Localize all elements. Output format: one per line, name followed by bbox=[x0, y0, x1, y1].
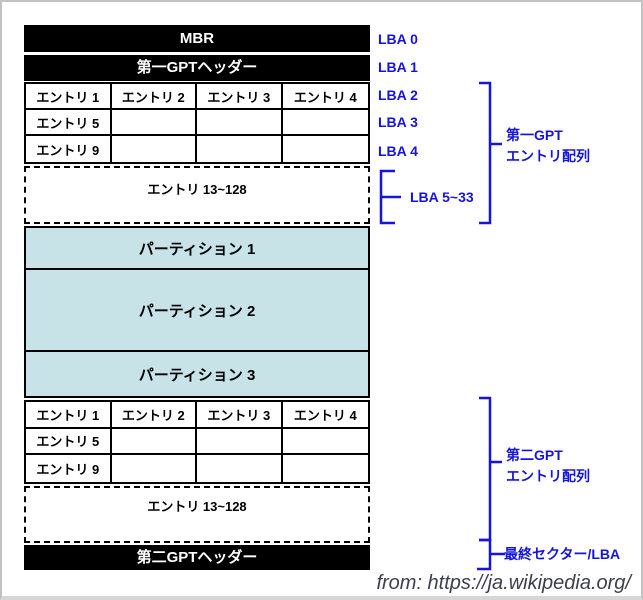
secondary-entry-table: エントリ 1 エントリ 2 エントリ 3 エントリ 4 エントリ 5 エントリ … bbox=[24, 400, 370, 484]
secondary-array-label: 第二GPT エントリ配列 bbox=[506, 445, 590, 487]
entry-range-label: エントリ 13~128 bbox=[147, 182, 247, 197]
entry-cell: エントリ 9 bbox=[26, 136, 112, 162]
entry-cell-empty bbox=[197, 110, 283, 136]
secondary-array-bracket bbox=[479, 396, 502, 542]
primary-entry-range-box: エントリ 13~128 bbox=[24, 166, 370, 224]
source-caption: from: https://ja.wikipedia.org/ bbox=[376, 572, 631, 594]
entry-cell: エントリ 1 bbox=[26, 402, 112, 429]
lba-3-label: LBA 3 bbox=[378, 114, 418, 130]
entry-cell: エントリ 5 bbox=[26, 428, 112, 456]
entry-range-label: エントリ 13~128 bbox=[147, 499, 247, 514]
entry-cell-empty bbox=[197, 428, 283, 456]
last-sector-bracket bbox=[477, 538, 505, 571]
secondary-entry-range-box: エントリ 13~128 bbox=[24, 486, 370, 543]
partition-1: パーティション 1 bbox=[26, 228, 368, 270]
primary-entry-table: エントリ 1 エントリ 2 エントリ 3 エントリ 4 エントリ 5 エントリ … bbox=[24, 82, 370, 164]
entry-cell: エントリ 4 bbox=[282, 402, 368, 429]
primary-array-bracket bbox=[479, 81, 502, 225]
entry-cell-empty bbox=[197, 455, 283, 482]
lba-1-label: LBA 1 bbox=[378, 59, 418, 75]
entry-cell: エントリ 2 bbox=[111, 84, 197, 110]
entry-cell-empty bbox=[283, 455, 369, 482]
secondary-array-label-line2: エントリ配列 bbox=[506, 468, 590, 484]
lba-2-label: LBA 2 bbox=[378, 87, 418, 103]
entry-cell: エントリ 1 bbox=[26, 84, 112, 110]
primary-array-label-line2: エントリ配列 bbox=[506, 148, 590, 164]
primary-array-label-line1: 第一GPT bbox=[506, 127, 563, 143]
entry-cell: エントリ 3 bbox=[197, 402, 283, 429]
lba-0-label: LBA 0 bbox=[378, 31, 418, 47]
lba-4-label: LBA 4 bbox=[378, 143, 418, 159]
entry-cell-empty bbox=[112, 136, 197, 162]
last-sector-label: 最終セクター/LBA bbox=[504, 546, 621, 562]
secondary-gpt-header-block: 第二GPTヘッダー bbox=[24, 545, 370, 570]
entry-cell-empty bbox=[282, 429, 368, 456]
entry-cell: エントリ 4 bbox=[282, 84, 368, 110]
entry-cell: エントリ 2 bbox=[111, 402, 197, 429]
lba-range-bracket bbox=[379, 169, 401, 225]
entry-cell: エントリ 3 bbox=[197, 84, 283, 110]
entry-cell-empty bbox=[282, 110, 368, 136]
entry-cell-empty bbox=[111, 110, 197, 136]
entry-cell: エントリ 9 bbox=[26, 455, 112, 482]
partition-2: パーティション 2 bbox=[26, 270, 368, 352]
entry-cell-empty bbox=[283, 136, 369, 162]
secondary-array-label-line1: 第二GPT bbox=[506, 447, 563, 463]
entry-cell-empty bbox=[111, 428, 197, 456]
lba-range-label: LBA 5~33 bbox=[410, 189, 474, 205]
primary-gpt-header-block: 第一GPTヘッダー bbox=[24, 55, 370, 81]
entry-cell: エントリ 5 bbox=[26, 110, 112, 136]
partitions-block: パーティション 1 パーティション 2 パーティション 3 bbox=[24, 226, 370, 398]
mbr-block: MBR bbox=[24, 25, 370, 52]
entry-cell-empty bbox=[112, 455, 197, 482]
primary-array-label: 第一GPT エントリ配列 bbox=[506, 125, 590, 167]
entry-cell-empty bbox=[197, 136, 283, 162]
partition-3: パーティション 3 bbox=[26, 352, 368, 396]
